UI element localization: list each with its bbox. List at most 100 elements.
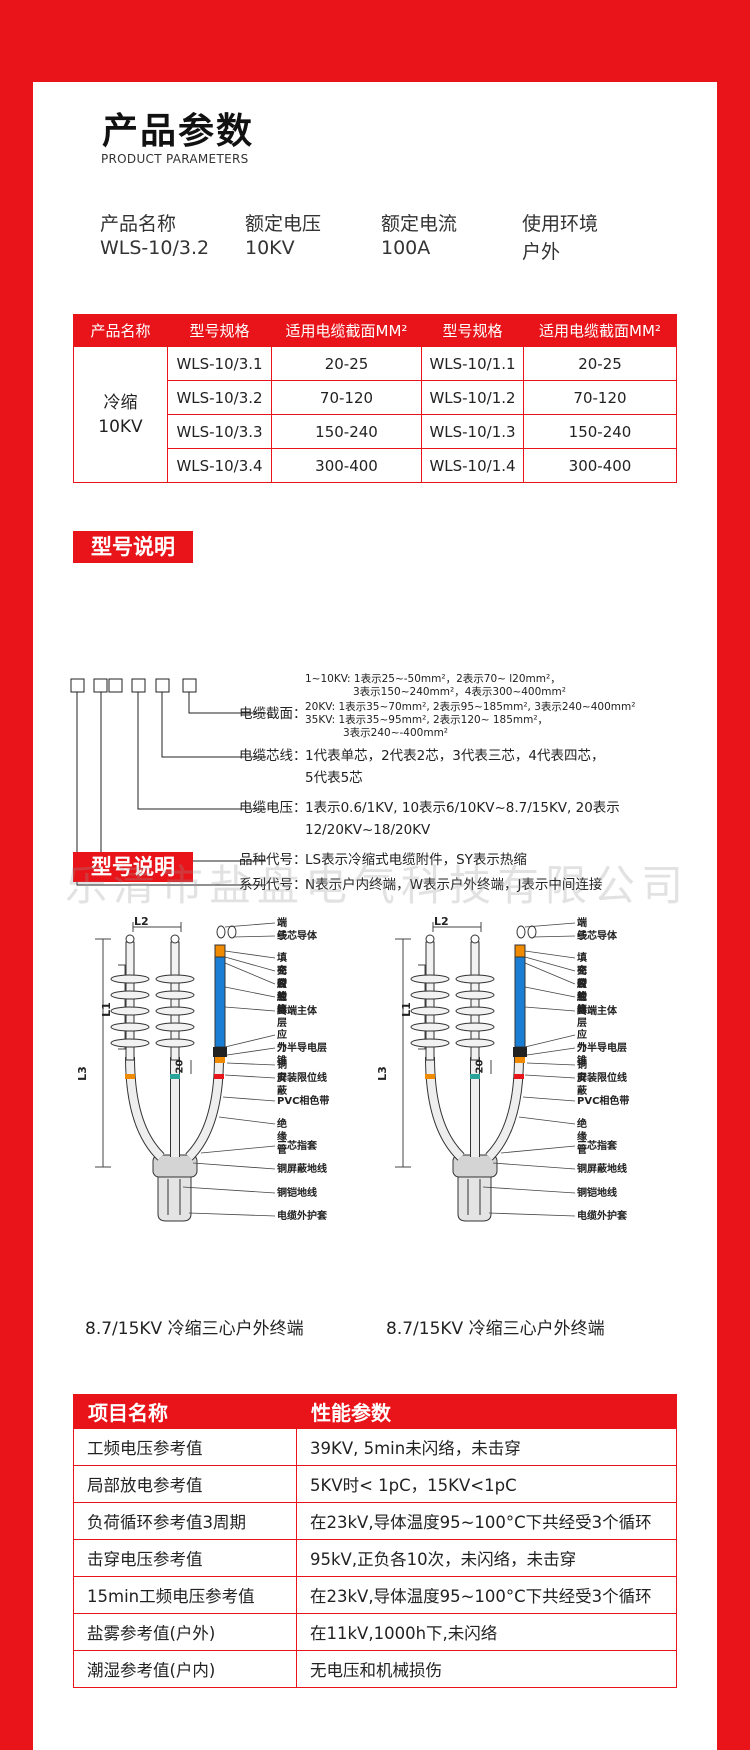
table-cell: 在23kV,导体温度95~100°C下共经受3个循环	[296, 1502, 677, 1540]
part-label: 铜屏蔽	[277, 1060, 287, 1097]
dim-l3-left: L3	[75, 1066, 89, 1081]
table-row: 15min工频电压参考值 在23kV,导体温度95~100°C下共经受3个循环	[73, 1576, 677, 1614]
item-label-series: 系列代号：	[239, 877, 307, 893]
part-label: 绝缘层	[277, 992, 287, 1029]
part-label: 电缆外护套	[277, 1211, 327, 1222]
dim-20-right: 20	[474, 1059, 486, 1074]
table-header: 型号规格	[421, 314, 524, 347]
table-row: 负荷循环参考值3周期 在23kV,导体温度95~100°C下共经受3个循环	[73, 1502, 677, 1540]
table-header: 性能参数	[296, 1394, 677, 1429]
table-row: WLS-10/3.4 300-400 WLS-10/1.4 300-400	[74, 448, 677, 483]
part-label: 三芯指套	[277, 1141, 317, 1152]
part-label: 绝缘层	[577, 992, 587, 1029]
table-header: 项目名称	[73, 1394, 297, 1429]
part-label: 密封管	[577, 979, 587, 1016]
dim-l1-right: L1	[399, 1002, 413, 1017]
item-text-series: N表示户内终端，W表示户外终端，J表示中间连接	[305, 877, 603, 893]
item-label-section: 电缆截面：	[239, 706, 307, 722]
spec-label-name: 产品名称	[100, 213, 177, 235]
section-note-4: 35KV: 1表示35~95mm², 2表示120~ 185mm²，	[305, 714, 549, 726]
diagram-caption-left: 8.7/15KV 冷缩三心户外终端	[85, 1319, 304, 1339]
table-cell: WLS-10/1.2	[421, 380, 524, 415]
table-cell: 95kV,正负各10次，未闪络，未击穿	[296, 1539, 677, 1577]
part-label: 三芯指套	[577, 1141, 617, 1152]
table-cell: 盐雾参考值(户外)	[73, 1613, 297, 1651]
item-text-cores-2: 5代表5芯	[305, 770, 363, 786]
part-label: 铜铠地线	[277, 1188, 317, 1199]
item-text-variety: LS表示冷缩式电缆附件，SY表示热缩	[305, 852, 527, 868]
table-cell: 15min工频电压参考值	[73, 1576, 297, 1614]
page-title: 产品参数	[102, 111, 255, 152]
item-label-cores: 电缆芯线：	[239, 748, 307, 764]
part-label: 填充胶	[277, 953, 287, 990]
table-row: WLS-10/3.3 150-240 WLS-10/1.3 150-240	[74, 414, 677, 449]
table-cell: 300-400	[523, 448, 677, 483]
table-row: WLS-10/3.2 70-120 WLS-10/1.2 70-120	[74, 380, 677, 415]
dim-20-left: 20	[174, 1059, 186, 1074]
part-label: PVC相色带	[277, 1096, 330, 1107]
table-row: 盐雾参考值(户外) 在11kV,1000h下,未闪络	[73, 1613, 677, 1651]
spec-label-voltage: 额定电压	[245, 213, 322, 235]
table-row: 潮湿参考值(户内) 无电压和机械损伤	[73, 1650, 677, 1688]
item-label-voltage: 电缆电压：	[239, 800, 307, 816]
part-label: 安装限位线	[277, 1073, 327, 1084]
table-cell: 39KV, 5min未闪络，未击穿	[296, 1428, 677, 1466]
spec-value-current: 100A	[381, 237, 431, 259]
watermark: 乐清市盐盘电气科技有限公司	[65, 861, 690, 910]
part-label: 安装限位线	[577, 1073, 627, 1084]
table-row: 击穿电压参考值 95kV,正负各10次，未闪络，未击穿	[73, 1539, 677, 1577]
part-label: 线芯导体	[577, 931, 617, 942]
section-note-5: 3表示240~-400mm²	[343, 727, 449, 739]
diagram-labels: L2 L1 L3 20 L2 L1 L3 20 端子 线芯导体 填充胶 密封胶 …	[33, 915, 717, 1257]
table-cell: 70-120	[523, 380, 677, 415]
dim-l3-right: L3	[375, 1066, 389, 1081]
table-cell: WLS-10/3.4	[167, 448, 272, 483]
table-cell: 局部放电参考值	[73, 1465, 297, 1503]
part-label: 绝缘管	[577, 1119, 587, 1156]
table-header: 产品名称	[73, 314, 168, 347]
table-cell: WLS-10/1.4	[421, 448, 524, 483]
table-cell: WLS-10/1.3	[421, 414, 524, 449]
section-note-1: 1~10KV: 1表示25~-50mm²，2表示70~ l20mm²，	[305, 673, 561, 685]
table-cell: WLS-10/3.3	[167, 414, 272, 449]
part-label: 终端主体	[277, 1006, 317, 1017]
part-label: 密封胶	[277, 966, 287, 1003]
part-label: PVC相色带	[577, 1096, 630, 1107]
table-cell: 无电压和机械损伤	[296, 1650, 677, 1688]
table-cell: 70-120	[271, 380, 422, 415]
spec-value-environment: 户外	[522, 241, 561, 263]
table-header: 适用电缆截面MM²	[523, 314, 677, 347]
part-label: 铜屏蔽地线	[277, 1164, 327, 1175]
part-label: 密封管	[277, 979, 287, 1016]
item-text-cores: 1代表单芯，2代表2芯，3代表三芯，4代表四芯，	[305, 748, 605, 764]
spec-label-current: 额定电流	[381, 213, 458, 235]
part-label: 端子	[577, 918, 587, 942]
table-cell: 负荷循环参考值3周期	[73, 1502, 297, 1540]
table-cell: 击穿电压参考值	[73, 1539, 297, 1577]
table-cell: 20-25	[523, 346, 677, 381]
page-subtitle: PRODUCT PARAMETERS	[101, 152, 249, 166]
dim-l2-right: L2	[434, 915, 449, 928]
spec-value-voltage: 10KV	[245, 237, 295, 259]
table-cell: 300-400	[271, 448, 422, 483]
table-row: 局部放电参考值 5KV时< 1pC，15KV<1pC	[73, 1465, 677, 1503]
part-label: 填充胶	[577, 953, 587, 990]
part-label: 外半导电层	[577, 1043, 627, 1054]
part-label: 应力锥	[277, 1030, 287, 1067]
table-cell: WLS-10/3.1	[167, 346, 272, 381]
dim-l2-left: L2	[134, 915, 149, 928]
model-desc-tag: 型号说明	[73, 531, 193, 563]
product-cell: 冷缩 10KV	[73, 346, 168, 483]
part-label: 铜屏蔽	[577, 1060, 587, 1097]
table-cell: WLS-10/1.1	[421, 346, 524, 381]
table-cell: 20-25	[271, 346, 422, 381]
table-cell: 150-240	[523, 414, 677, 449]
table-cell: WLS-10/3.2	[167, 380, 272, 415]
part-label: 终端主体	[577, 1006, 617, 1017]
product-sheet: 产品参数 PRODUCT PARAMETERS 产品名称 WLS-10/3.2 …	[33, 82, 717, 1750]
table-cell: 工频电压参考值	[73, 1428, 297, 1466]
performance-table: 项目名称 性能参数 工频电压参考值 39KV, 5min未闪络，未击穿 局部放电…	[73, 1394, 677, 1688]
item-label-variety: 品种代号：	[239, 852, 307, 868]
model-spec-table: 产品名称 型号规格 适用电缆截面MM² 型号规格 适用电缆截面MM² 冷缩 10…	[73, 314, 677, 483]
dim-l1-left: L1	[99, 1002, 113, 1017]
